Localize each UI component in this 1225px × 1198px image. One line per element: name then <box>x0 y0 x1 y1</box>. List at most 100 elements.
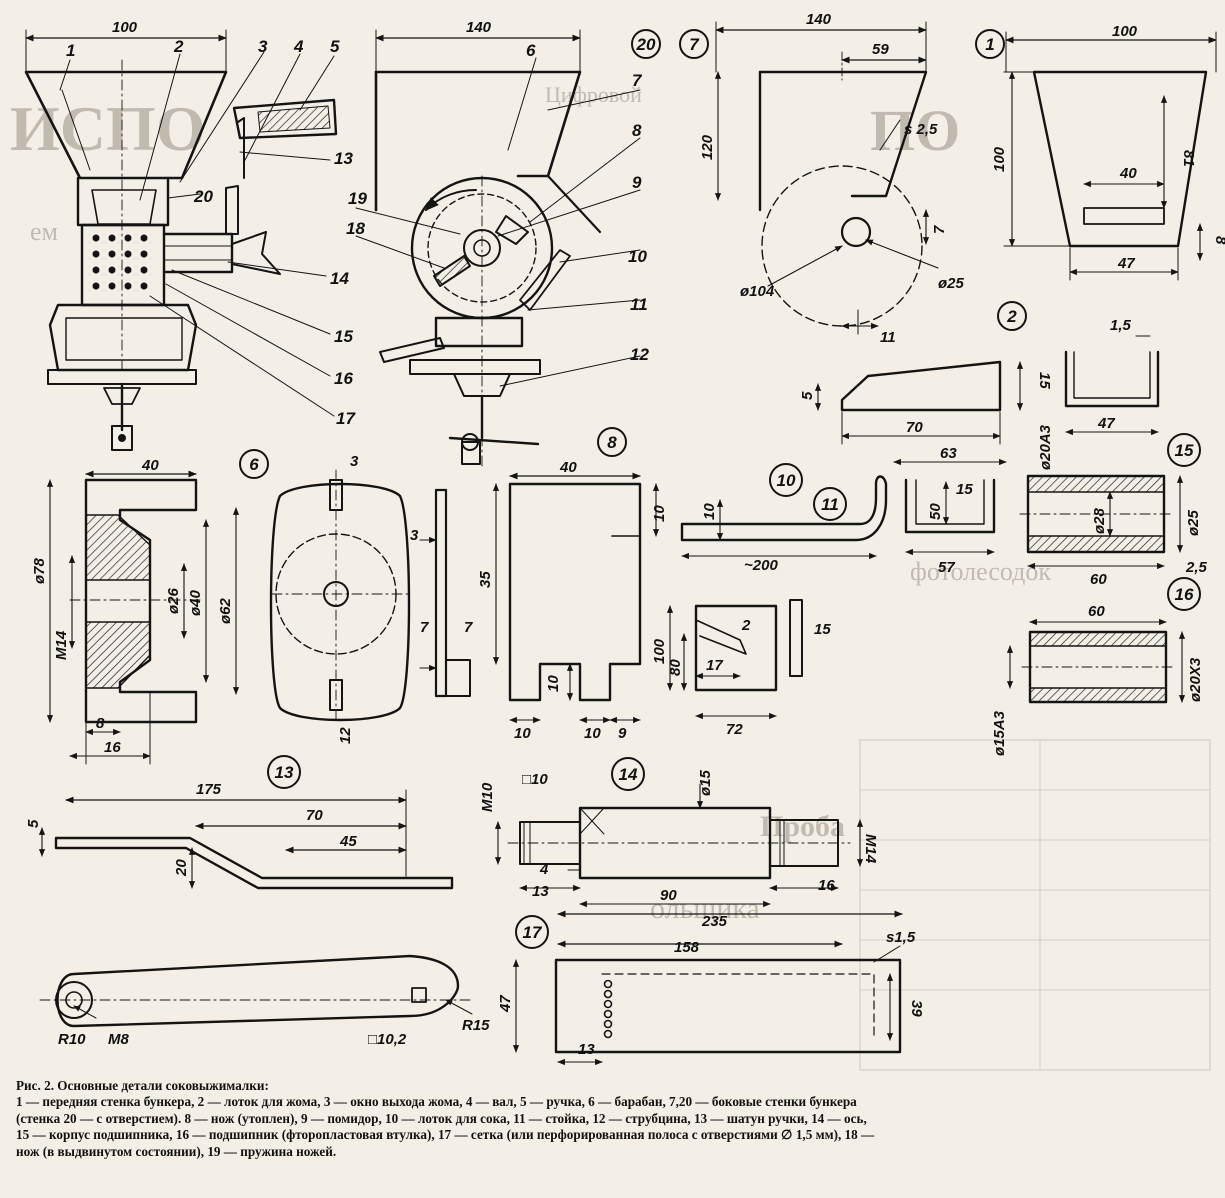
dim-label: 17 <box>706 657 723 674</box>
detail-badge: 10 <box>777 471 796 490</box>
bg-text: Проба <box>760 810 845 843</box>
dim-label: 81 <box>1180 150 1197 167</box>
detail-17-mesh <box>512 910 903 1066</box>
dim-label: ~200 <box>744 557 778 574</box>
dim-label: 40 <box>1119 165 1137 182</box>
dim-label: 35 <box>477 571 494 588</box>
dim-label: ø40 <box>187 589 204 616</box>
dim-label: 2 <box>741 617 751 634</box>
dim-label: 7 <box>420 619 429 636</box>
detail-badges <box>239 29 1201 949</box>
dim-label: □10,2 <box>368 1031 407 1048</box>
dim-label: 40 <box>559 459 577 476</box>
dim-label: ø104 <box>740 283 775 300</box>
part-number: 17 <box>336 409 356 428</box>
dim-label: 47 <box>1117 255 1135 272</box>
dim-label: 140 <box>466 19 492 36</box>
detail-badge: 16 <box>1175 585 1194 604</box>
dim-label: 80 <box>667 659 684 676</box>
caption-body: 1 — передняя стенка бункера, 2 — лоток д… <box>16 1094 875 1159</box>
dim-label: 100 <box>991 146 1008 172</box>
dim-label: 100 <box>1112 23 1138 40</box>
dim-label: 3 <box>350 453 359 470</box>
part-number: 7 <box>632 71 643 90</box>
dim-label: ø25 <box>1185 509 1202 536</box>
part-number: 1 <box>66 41 75 60</box>
detail-8-knife <box>419 472 660 724</box>
detail-badge: 14 <box>619 765 638 784</box>
detail-badge: 13 <box>275 763 294 782</box>
dim-label: 45 <box>339 833 357 850</box>
part-number: 9 <box>632 173 642 192</box>
dim-label: 40 <box>141 457 159 474</box>
dim-label: 158 <box>674 939 700 956</box>
detail-20-channel <box>1064 335 1160 436</box>
part-number: 13 <box>334 149 353 168</box>
dim-label: R15 <box>462 1017 490 1034</box>
dim-label: 4 <box>539 861 549 878</box>
detail-11-stand <box>666 599 803 720</box>
detail-12-clamp <box>893 458 1007 556</box>
dim-label: 10 <box>701 503 718 520</box>
dim-label: R10 <box>58 1031 86 1048</box>
dim-label: 70 <box>906 419 923 436</box>
detail-badge: 2 <box>1006 307 1017 326</box>
assembly-part-numbers: 1 2 3 4 5 6 7 8 9 10 11 12 13 14 15 16 1… <box>66 37 649 428</box>
assembly-side-view <box>355 29 641 471</box>
part-number: 10 <box>628 247 647 266</box>
part-number: 11 <box>630 295 648 314</box>
dim-label: M8 <box>108 1031 129 1048</box>
dim-label: ø62 <box>217 597 234 624</box>
dim-label: 60 <box>1088 603 1105 620</box>
caption-title: Рис. 2. Основные детали соковыжималки: <box>16 1078 269 1093</box>
detail-6-drum <box>46 469 411 765</box>
bg-text: ИСПО <box>10 93 206 164</box>
background-print: Цифровой ПО ИСПО ем фотолесодок Проба ол… <box>10 82 1211 1071</box>
detail-badge: 7 <box>689 35 700 54</box>
part-number: 4 <box>293 37 304 56</box>
dim-label: ø20X3 <box>1187 657 1204 702</box>
bg-text: ем <box>30 217 58 246</box>
dim-label: 7 <box>931 225 948 234</box>
dim-label: M14 <box>862 834 879 864</box>
dim-label: 63 <box>940 445 957 462</box>
dim-label: 7 <box>464 619 473 636</box>
detail-1-front-wall <box>1003 31 1217 281</box>
assembly-front-view <box>24 29 338 451</box>
dim-label: 13 <box>532 883 549 900</box>
dim-label: 39 <box>908 1000 925 1017</box>
dim-label: 175 <box>196 781 222 798</box>
part-number: 19 <box>348 189 367 208</box>
dim-label: ø20A3 <box>1037 424 1054 470</box>
detail-7-side-wall <box>714 21 939 335</box>
dim-label: ø26 <box>165 587 182 614</box>
dim-label: ø78 <box>31 557 48 584</box>
dim-label: 15 <box>1036 372 1053 389</box>
part-number: 6 <box>526 41 536 60</box>
detail-badge: 11 <box>821 495 839 514</box>
dim-label: 72 <box>726 721 743 738</box>
dim-label: ø15 <box>697 769 714 796</box>
dim-label: 9 <box>618 725 627 742</box>
dim-label: 10 <box>584 725 601 742</box>
dim-label: 50 <box>927 503 944 520</box>
dim-label: M14 <box>53 630 70 660</box>
part-number: 2 <box>173 37 184 56</box>
figure-caption: Рис. 2. Основные детали соковыжималки: 1… <box>16 1078 876 1160</box>
part-number: 20 <box>193 187 213 206</box>
dim-label: 100 <box>651 638 668 664</box>
dim-label: 8 <box>1212 236 1225 245</box>
part-number: 8 <box>632 121 642 140</box>
dim-label: 120 <box>699 134 716 160</box>
dim-label: 5 <box>799 391 816 400</box>
dim-label: 2,5 <box>1185 559 1208 576</box>
dim-label: 10 <box>514 725 531 742</box>
dim-label: 90 <box>660 887 677 904</box>
detail-13-crank-rod <box>38 789 473 1028</box>
bg-text: Цифровой <box>545 82 642 107</box>
dim-label: 59 <box>872 41 889 58</box>
dim-label: 15 <box>956 481 973 498</box>
bg-text: ольщика <box>650 892 760 925</box>
dim-label: 20 <box>173 859 190 877</box>
detail-badge: 8 <box>607 433 617 452</box>
